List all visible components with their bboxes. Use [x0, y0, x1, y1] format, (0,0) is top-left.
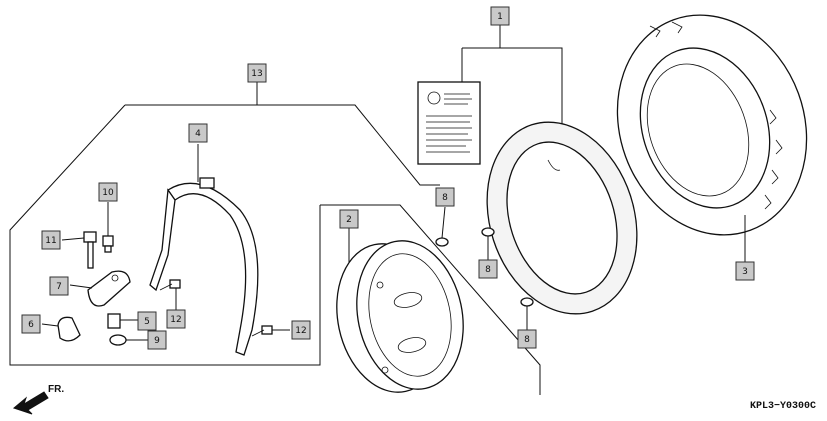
valve-cap-c — [520, 297, 534, 307]
callout-8b: 8 — [478, 259, 498, 279]
svg-text:8: 8 — [524, 335, 530, 345]
callout-10: 10 — [98, 182, 118, 202]
bolt-12b — [251, 325, 273, 337]
front-label: FR. — [48, 384, 64, 395]
leader-1 — [462, 47, 563, 130]
svg-text:12: 12 — [295, 326, 306, 336]
clamp — [87, 270, 131, 307]
svg-text:9: 9 — [154, 336, 160, 346]
bolt — [83, 231, 97, 269]
callout-1: 1 — [490, 6, 510, 26]
leader-8a — [441, 206, 446, 239]
group-outline-13 — [125, 104, 440, 186]
callout-2: 2 — [339, 209, 359, 229]
nut — [102, 235, 114, 253]
svg-text:7: 7 — [56, 282, 62, 292]
diagram-code: KPL3−Y0300C — [750, 401, 816, 412]
flange-nut — [109, 334, 127, 346]
leader-6 — [41, 323, 59, 327]
callout-8a: 8 — [435, 187, 455, 207]
callout-12a: 12 — [166, 309, 186, 329]
callout-3: 3 — [735, 261, 755, 281]
callout-5: 5 — [137, 311, 157, 331]
svg-text:8: 8 — [442, 193, 448, 203]
svg-text:3: 3 — [742, 267, 748, 277]
svg-text:8: 8 — [485, 265, 491, 275]
tire — [616, 14, 808, 236]
callout-7: 7 — [49, 276, 69, 296]
wheel-rim — [336, 240, 464, 393]
leader-7 — [69, 284, 93, 289]
svg-text:4: 4 — [195, 129, 201, 139]
leader-11 — [61, 237, 85, 241]
svg-text:13: 13 — [251, 69, 262, 79]
callout-6: 6 — [21, 314, 41, 334]
svg-text:6: 6 — [28, 320, 34, 330]
svg-text:1: 1 — [497, 12, 503, 22]
group-outline-13-left — [9, 104, 321, 366]
callout-13: 13 — [247, 63, 267, 83]
callout-12b: 12 — [291, 320, 311, 340]
svg-text:2: 2 — [346, 215, 352, 225]
grommet — [57, 316, 81, 342]
group-outline-2 — [320, 204, 541, 395]
stay-bracket — [149, 177, 259, 356]
callout-11: 11 — [41, 230, 61, 250]
callout-9: 9 — [147, 330, 167, 350]
front-arrow-icon: FR. — [12, 384, 64, 415]
inner-tube — [486, 121, 638, 315]
svg-text:10: 10 — [102, 188, 114, 198]
valve-cap-a — [435, 237, 449, 247]
svg-text:5: 5 — [144, 317, 150, 327]
callout-8c: 8 — [517, 329, 537, 349]
bolt-12a — [159, 279, 181, 291]
valve-cap-b — [481, 227, 495, 237]
collar — [107, 313, 121, 329]
svg-text:12: 12 — [170, 315, 181, 325]
callout-4: 4 — [188, 123, 208, 143]
caution-label — [417, 81, 481, 165]
svg-text:11: 11 — [45, 236, 56, 246]
